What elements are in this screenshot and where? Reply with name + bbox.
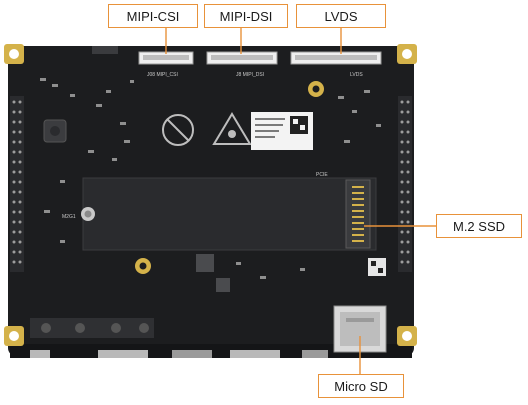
ic-chip-2 — [216, 278, 230, 292]
cert-logos — [162, 112, 252, 146]
fpc-connectors — [92, 46, 382, 65]
callout-lvds: LVDS — [296, 4, 386, 28]
mounting-holes — [4, 44, 417, 346]
svg-text:PCIE: PCIE — [316, 172, 328, 178]
svg-text:LVDS: LVDS — [350, 72, 363, 78]
callout-m2-ssd: M.2 SSD — [436, 214, 522, 238]
callout-mipi-csi: MIPI-CSI — [108, 4, 198, 28]
svg-text:J8 MIPI_DSI: J8 MIPI_DSI — [236, 72, 264, 78]
qr-code — [290, 116, 308, 134]
bottom-connectors — [30, 318, 328, 358]
m2-slot — [345, 179, 371, 249]
callout-micro-sd: Micro SD — [318, 374, 404, 398]
callout-mipi-dsi: MIPI-DSI — [204, 4, 288, 28]
smd-components — [40, 78, 381, 279]
leader-lines — [165, 28, 436, 374]
gpio-headers — [10, 96, 412, 272]
svg-text:M2G1: M2G1 — [62, 214, 76, 220]
m2-ssd-area — [82, 177, 377, 251]
ic-chip — [196, 254, 214, 272]
small-qr — [368, 258, 386, 276]
svg-text:J08 MIPI_CSI: J08 MIPI_CSI — [147, 72, 178, 78]
